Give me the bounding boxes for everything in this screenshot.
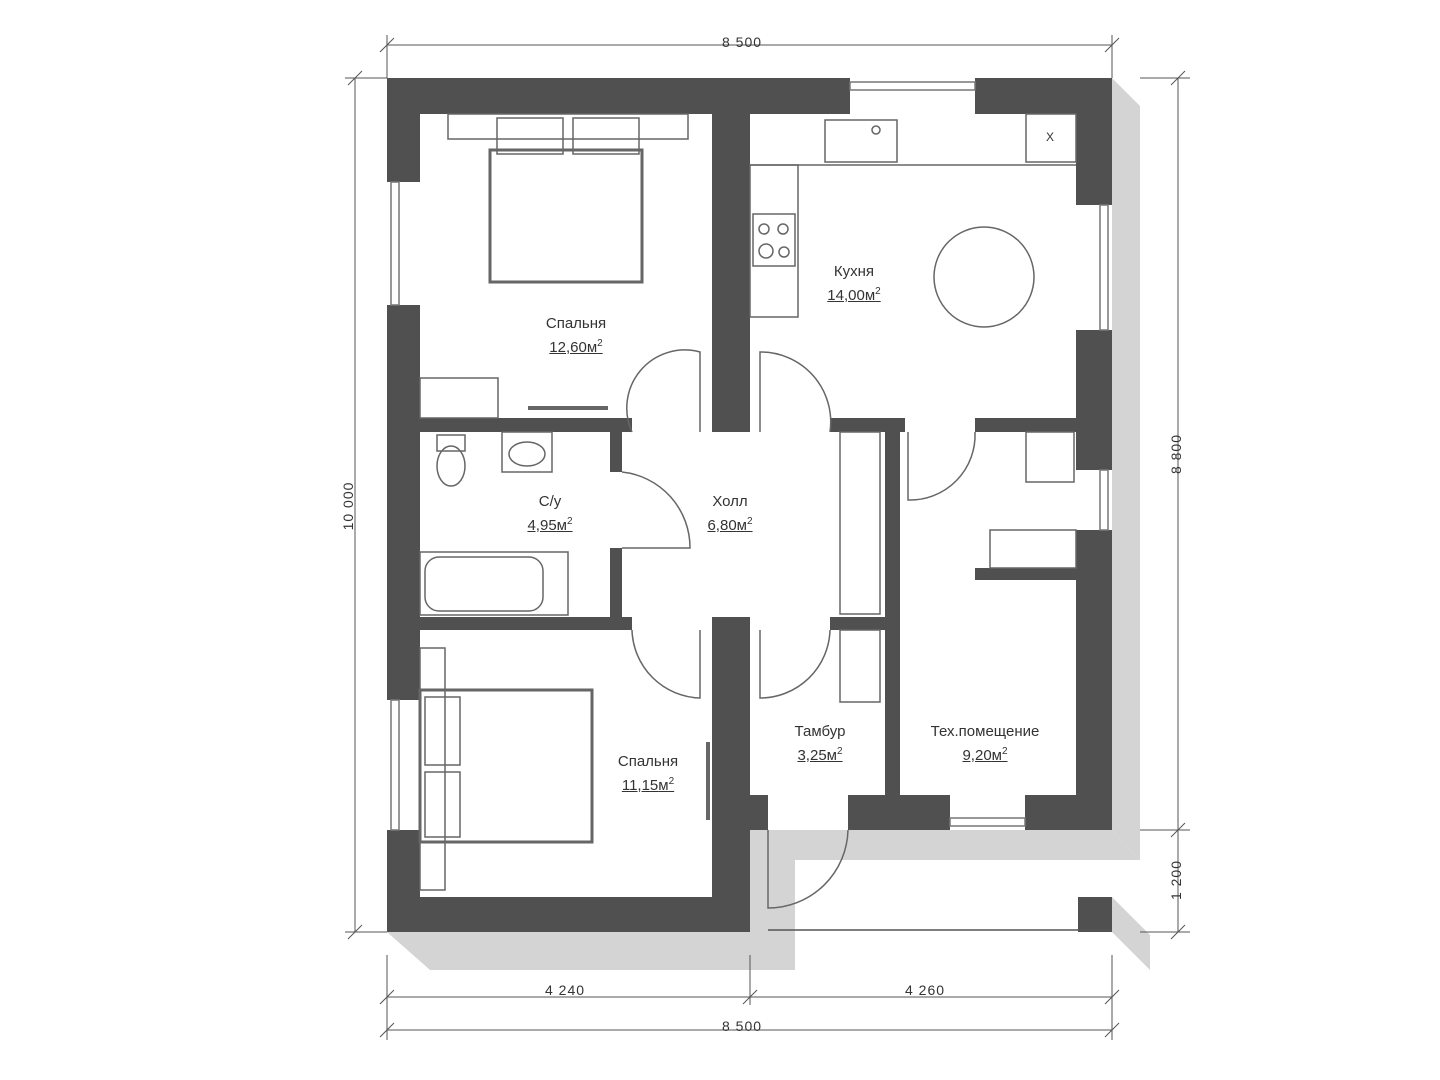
- dimension-lines: [345, 35, 1190, 1040]
- room-area: 3,25м2: [797, 746, 843, 764]
- furniture: [418, 113, 1112, 931]
- room-name: Спальня: [617, 753, 679, 770]
- room-bedroom-1: Спальня 12,60м2: [546, 314, 606, 358]
- room-bathroom: С/у 4,95м2: [527, 492, 572, 536]
- room-area: 9,20м2: [962, 746, 1008, 764]
- dim-right-main: 8 800: [1168, 433, 1184, 475]
- room-area: 6,80м2: [707, 516, 753, 534]
- room-name: С/у: [538, 493, 562, 510]
- dim-right-porch: 1 200: [1168, 859, 1184, 901]
- room-name: Спальня: [545, 315, 607, 332]
- room-hall: Холл 6,80м2: [707, 492, 752, 536]
- room-utility: Тех.помещение 9,20м2: [931, 722, 1040, 766]
- room-vestibule: Тамбур 3,25м2: [795, 722, 846, 766]
- porch-shadow: [1112, 897, 1150, 970]
- dim-bottom-left: 4 240: [545, 982, 586, 998]
- shadow: [387, 830, 1140, 970]
- room-area: 14,00м2: [827, 286, 881, 304]
- dim-left-height: 10 000: [340, 481, 356, 531]
- shadow: [1112, 78, 1140, 860]
- walls: [387, 78, 1112, 932]
- dim-bottom-total: 8 500: [722, 1018, 763, 1034]
- room-kitchen: Кухня 14,00м2: [827, 262, 880, 306]
- room-area: 11,15м2: [621, 776, 675, 794]
- dim-bottom-right: 4 260: [905, 982, 946, 998]
- room-name: Тех.помещение: [930, 723, 1040, 740]
- room-name: Холл: [712, 493, 748, 510]
- room-name: Кухня: [833, 263, 875, 280]
- room-bedroom-2: Спальня 11,15м2: [618, 752, 678, 796]
- fridge-mark: X: [1046, 130, 1056, 144]
- room-area: 4,95м2: [527, 516, 573, 534]
- room-name: Тамбур: [794, 723, 846, 740]
- windows: [390, 81, 1109, 831]
- dim-top-width: 8 500: [722, 34, 763, 50]
- room-area: 12,60м2: [549, 338, 603, 356]
